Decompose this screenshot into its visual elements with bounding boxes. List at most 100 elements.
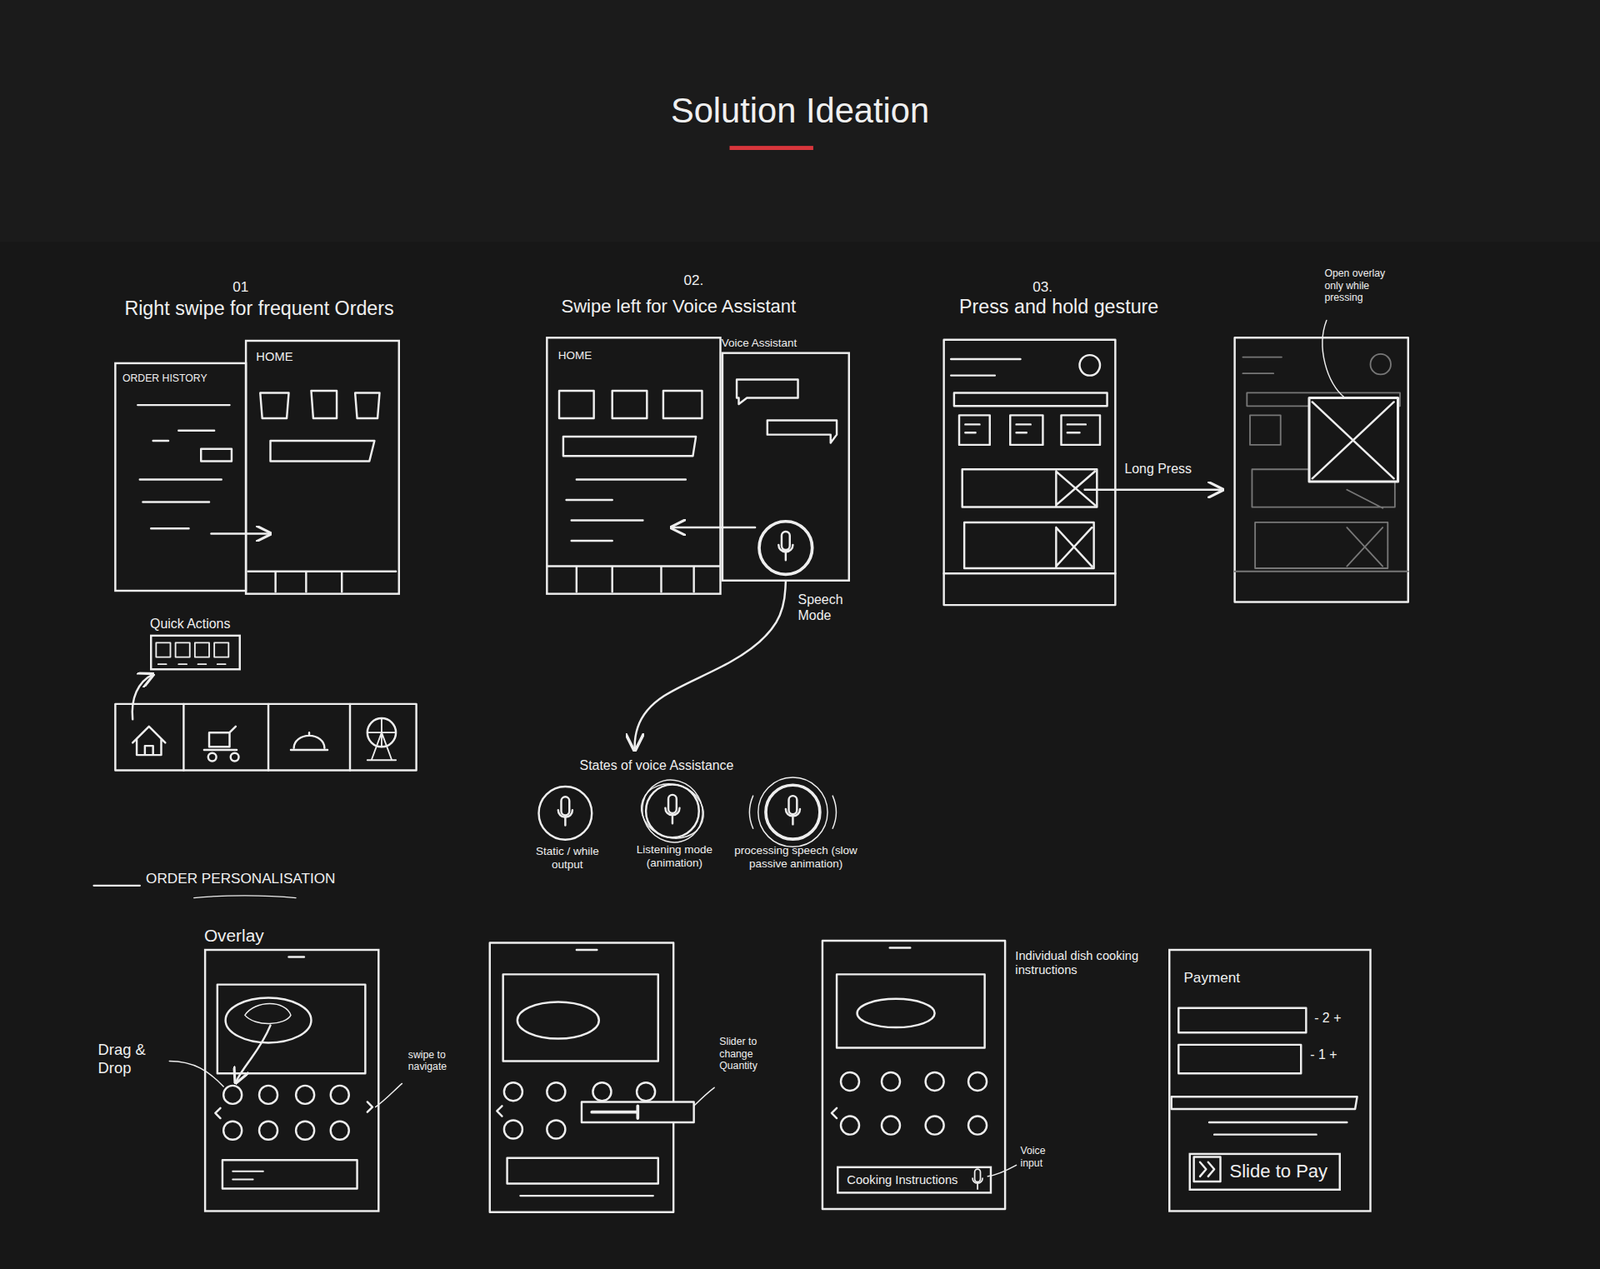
sketch-ellipse [517,1001,600,1039]
screen-panel: HOME [245,340,400,595]
sketch-ellipse [630,769,714,854]
leader-line [987,1165,1016,1176]
sketch-ellipse [633,775,711,848]
dish-option [840,1116,860,1135]
sketch-rect [836,974,985,1048]
dish-option [636,1082,655,1101]
sketch-path [137,405,230,529]
dish-option [330,1121,350,1140]
annotation: 01 [232,278,249,296]
long-press-arrow [1085,489,1223,491]
sketch-path [183,704,350,771]
node-label: Overlay [204,925,265,947]
cloche-icon [290,732,328,750]
sketch-rect [1194,1157,1221,1182]
sketch-rect [507,1158,659,1185]
overlay-box [1309,398,1399,482]
sketch-ellipse [225,998,312,1044]
node-label: States of voice Assistance [580,758,735,775]
sketch-path [245,1004,291,1025]
node-label: Cooking Instructions [846,1172,958,1188]
node-label: Listening mode (animation) [628,842,720,870]
screen-panel: PaymentSlide to Pay [1168,949,1372,1213]
dish-option [881,1116,900,1135]
sketch-circle [758,777,828,847]
sketch-path [944,359,1116,574]
page-title: Solution Ideation [0,90,1600,132]
node-label: Payment [1183,969,1240,987]
annotation: - 1 + [1310,1046,1337,1063]
dish-option [259,1085,278,1105]
flow-connector [635,581,786,750]
phone-screen [490,942,674,1212]
annotation: Press and hold gesture [959,295,1159,320]
annotation: Speech Mode [798,591,860,624]
screen-panel: ORDER HISTORY [114,362,247,593]
dish-option [925,1116,945,1135]
annotation: Drag & Drop [98,1040,168,1078]
sketch-use [665,795,680,824]
dish-option [330,1085,350,1105]
annotation: 02. [683,271,704,290]
dish-option [259,1121,278,1140]
annotation: Voice input [1020,1145,1063,1170]
node-label: Slide to Pay [1230,1160,1329,1183]
state-circle: processing speech (slow passive animatio… [764,783,822,841]
phone-screen [1235,337,1409,602]
sketch-ellipse [857,999,935,1028]
annotation: Long Press [1124,460,1192,477]
sketch-path [548,390,720,592]
sketch-path [260,390,380,419]
input-field: Cooking Instructions [836,1166,992,1195]
dish-option [925,1072,945,1091]
scooter-icon [204,726,237,750]
dish-option [223,1085,242,1105]
slider-knob [591,1105,638,1119]
swipe-arrow [671,526,755,529]
annotation: Right swipe for frequent Orders [124,298,394,322]
sketch-path [289,955,305,958]
sketch-path [232,1171,264,1180]
node-label: Quick Actions [150,616,230,633]
swipe-arrow [210,532,270,535]
annotation: Swipe left for Voice Assistant [560,295,796,318]
mic-button [759,521,813,575]
sketch-rect [217,985,366,1075]
annotation: - 2 + [1314,1010,1341,1026]
sketch-path [94,885,140,887]
sketch-path [367,718,396,760]
sketch-path [194,895,296,899]
annotation: Open overlay only while pressing [1324,267,1394,305]
sketch-path [248,571,397,592]
pointer-arrow [132,674,154,720]
sketch-use [558,796,573,825]
sketch-path [155,642,229,665]
sketch-rect [503,974,659,1061]
quantity-slider [581,1101,695,1122]
nav-bar [115,704,416,771]
phone-screen [822,940,1005,1210]
sketch-path [831,1108,837,1119]
leader-line [169,1060,224,1087]
dish-option [840,1072,860,1091]
title-underline [730,145,814,150]
dish-option [504,1082,523,1101]
dish-option [223,1121,242,1140]
screen-panel: HOME [545,336,722,595]
sketch-path [270,440,375,461]
sketch-path [736,380,837,444]
sketch-path [1235,357,1409,572]
node-label: Voice Assistant [721,336,798,350]
dish-option [295,1085,315,1105]
dish-option [592,1082,611,1101]
state-circle: Listening mode (animation) [645,783,700,839]
sketch-circle [1080,355,1100,375]
annotation: swipe to navigate [408,1049,465,1074]
sketch-path [1312,401,1395,479]
screen-panel: Overlay [204,949,380,1213]
sketch-path [576,949,597,951]
node-label: processing speech (slow passive animatio… [724,844,867,871]
dish-option [968,1116,987,1135]
annotation: 03. [1032,278,1053,296]
